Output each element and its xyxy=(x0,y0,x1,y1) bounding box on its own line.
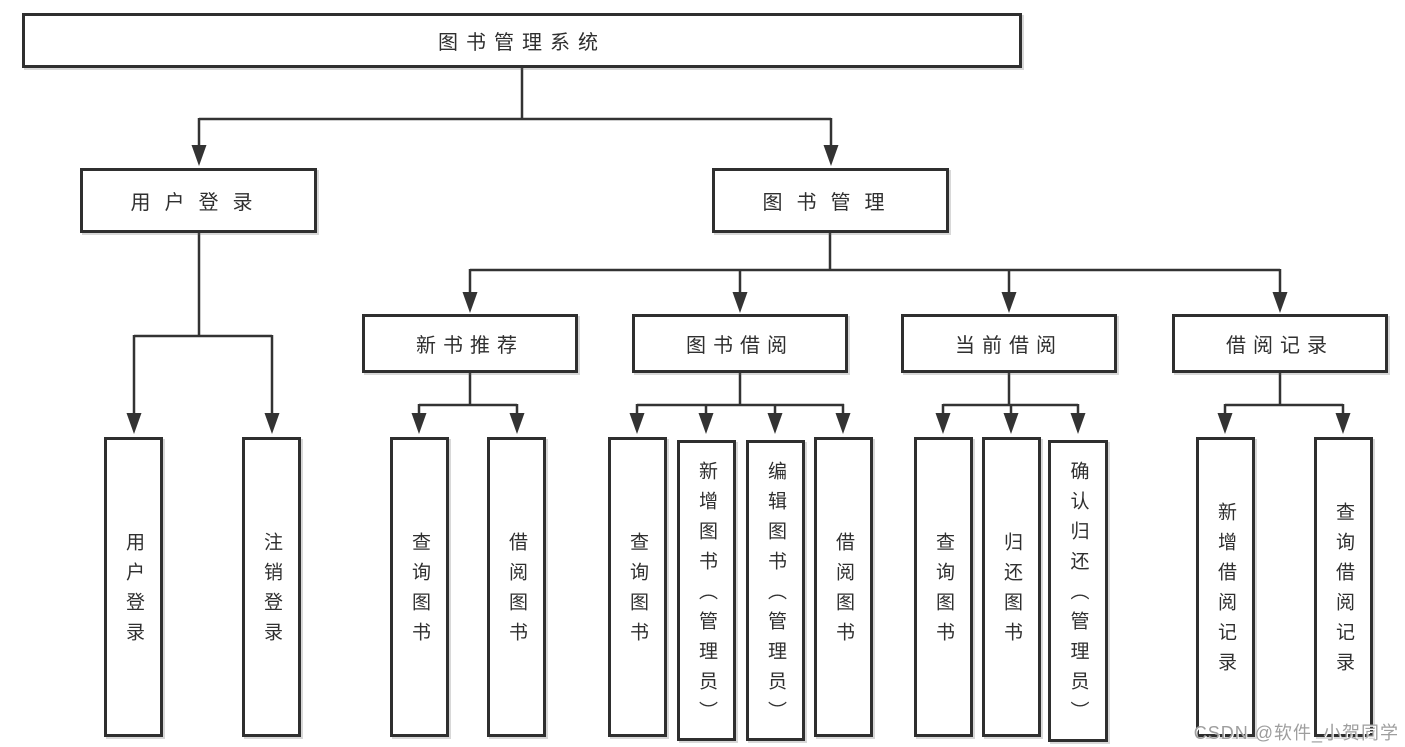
leaf-logout: 注销登录 xyxy=(242,437,301,737)
leaf-return-books: 归还图书 xyxy=(982,437,1041,737)
leaf-borrow-books-recommend: 借阅图书 xyxy=(487,437,546,737)
node-library-system: 图书管理系统 xyxy=(22,13,1022,68)
leaf-add-books-admin: 新增图书（管理员） xyxy=(677,440,736,741)
watermark: CSDN @软件_小贺同学 xyxy=(1193,723,1399,743)
connector-segments xyxy=(132,66,1345,415)
node-new-book-recommendation: 新书推荐 xyxy=(362,314,578,373)
node-borrowing-records: 借阅记录 xyxy=(1172,314,1388,373)
leaf-confirm-return-admin: 确认归还（管理员） xyxy=(1048,440,1108,742)
node-book-borrowing: 图书借阅 xyxy=(632,314,848,373)
arrowheads xyxy=(126,145,1351,434)
leaf-edit-books-admin: 编辑图书（管理员） xyxy=(746,440,805,741)
leaf-query-borrow-record: 查询借阅记录 xyxy=(1314,437,1373,737)
node-book-management: 图书管理 xyxy=(712,168,949,233)
leaf-query-books-current: 查询图书 xyxy=(914,437,973,737)
leaf-borrow-books-borrowing: 借阅图书 xyxy=(814,437,873,737)
leaf-user-login: 用户登录 xyxy=(104,437,163,737)
node-user-login: 用户登录 xyxy=(80,168,317,233)
leaf-query-books-borrowing: 查询图书 xyxy=(608,437,667,737)
node-current-borrowing: 当前借阅 xyxy=(901,314,1117,373)
leaf-add-borrow-record: 新增借阅记录 xyxy=(1196,437,1255,737)
leaf-query-books-recommend: 查询图书 xyxy=(390,437,449,737)
